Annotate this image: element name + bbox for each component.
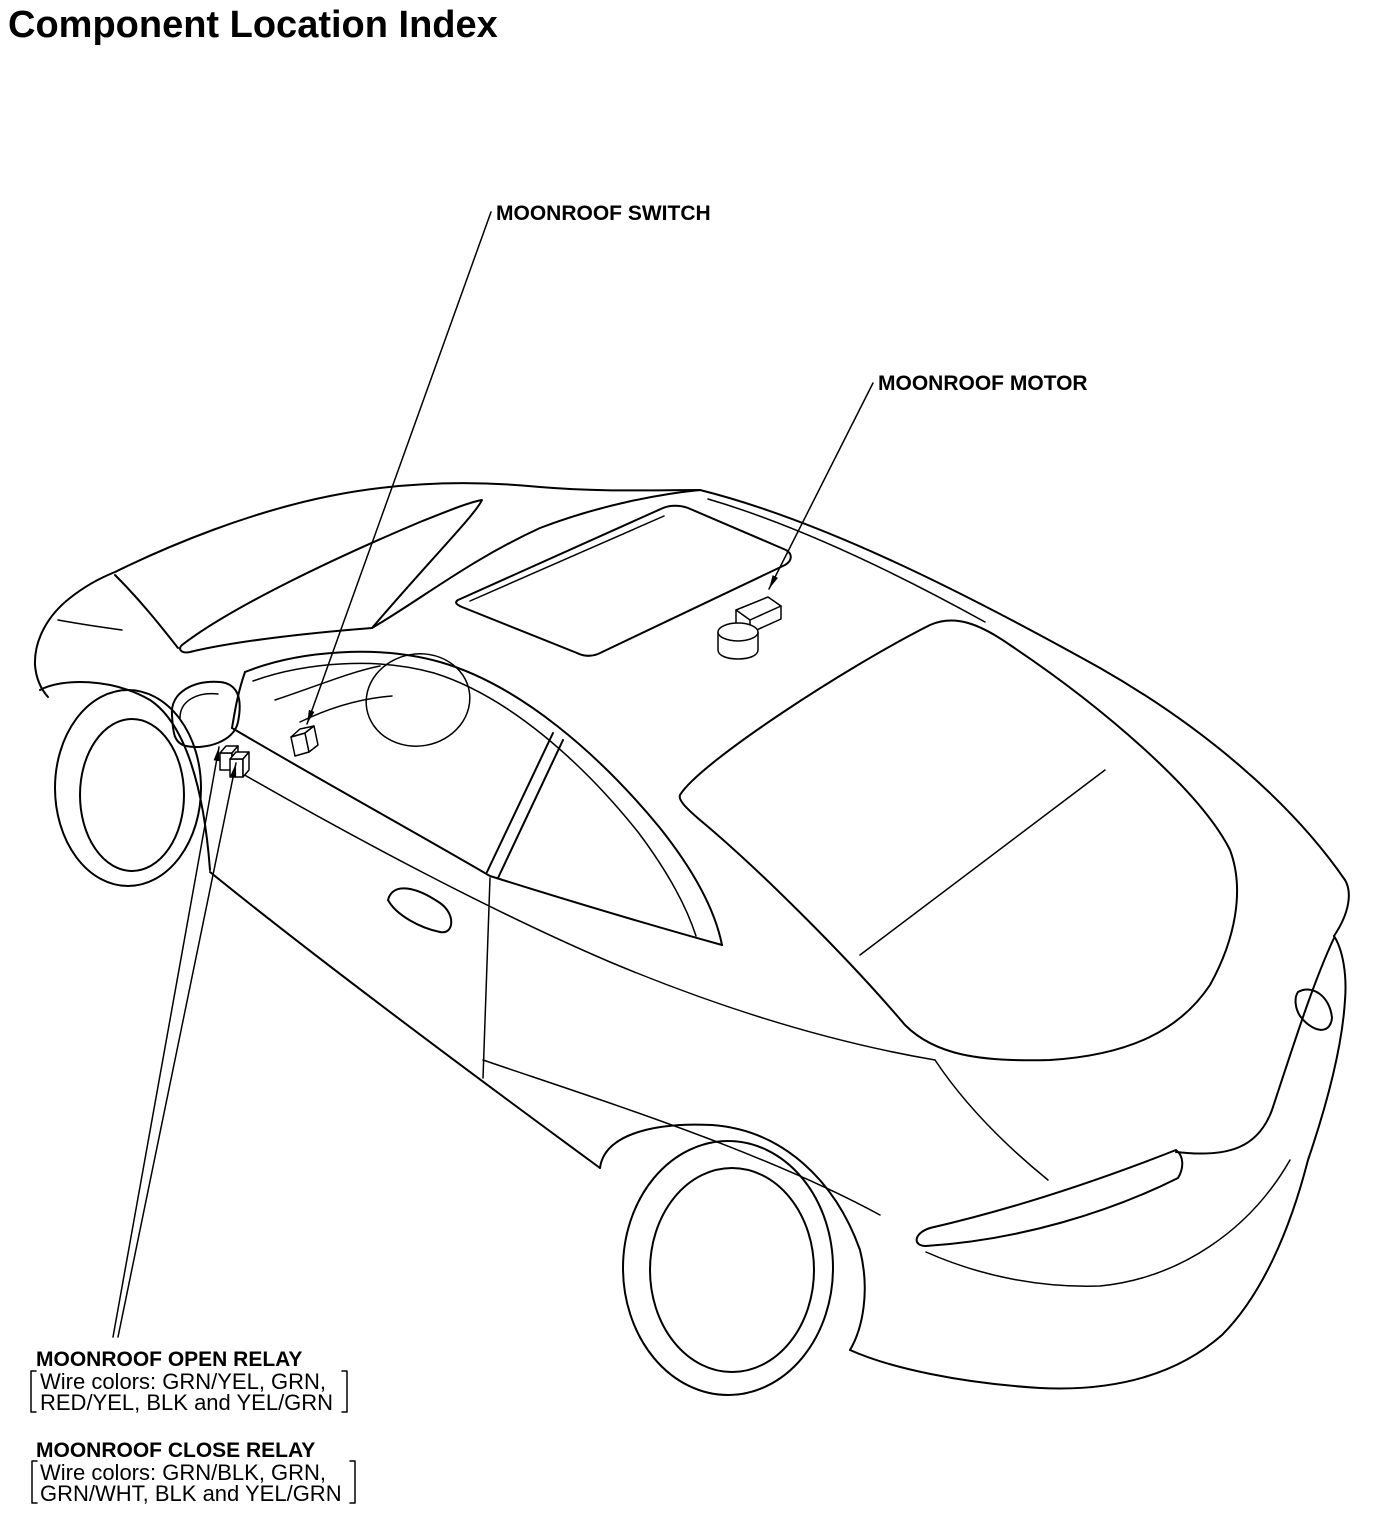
moonroof-panel-inner (469, 515, 665, 602)
close-relay-bracket-right (349, 1460, 356, 1504)
close-relay-bracket-left (31, 1460, 38, 1504)
front-fender-edge (114, 574, 179, 649)
rear-tire (622, 1140, 834, 1396)
greenhouse-outer (244, 650, 723, 946)
side-sill (209, 871, 601, 1169)
shoulder-crease (221, 761, 936, 1061)
body-silhouette-top (33, 482, 1346, 881)
open-relay-leader-arrow (112, 746, 220, 1338)
rear-window (678, 619, 1239, 1062)
moonroof-switch-label: MOONROOF SWITCH (496, 202, 711, 225)
steering-wheel (365, 653, 471, 747)
open-relay-wire-colors-line1: Wire colors: GRN/YEL, GRN, (40, 1369, 327, 1394)
open-relay-wire-colors-line2: RED/YEL, BLK and YEL/GRN (40, 1390, 334, 1415)
front-rim (79, 718, 185, 872)
open-relay-bracket-left (30, 1370, 37, 1413)
motor-leader-arrow (768, 382, 874, 590)
b-pillar-rear (497, 739, 564, 879)
belt-line (231, 727, 723, 946)
front-bumper-bottom (34, 664, 49, 698)
car-body (33, 482, 1350, 1390)
rear-end-outline (849, 935, 1347, 1390)
switch-leader-arrow (306, 211, 492, 725)
moonroof-panel (455, 504, 792, 657)
close-relay-wire-colors-line2: GRN/WHT, BLK and YEL/GRN (40, 1481, 342, 1506)
trunk-rear-edge (1175, 937, 1335, 1155)
roof-rail-line (707, 498, 986, 623)
switch-side (304, 725, 319, 753)
moonroof-motor-label: MOONROOF MOTOR (878, 372, 1088, 395)
moonroof-open-relay-label: MOONROOF OPEN RELAY (36, 1348, 303, 1371)
roof-front-edge (371, 489, 701, 629)
open-relay-bracket-right (341, 1370, 348, 1413)
door-handle (387, 887, 453, 934)
page-title: Component Location Index (8, 4, 498, 46)
leader-lines (112, 211, 874, 1338)
close-relay-leader-arrow (117, 762, 237, 1338)
close-relay-side (242, 751, 250, 778)
moonroof-motor-part (717, 596, 782, 660)
lower-body-crease (482, 1059, 881, 1216)
front-bumper-line (57, 619, 123, 631)
door-rear-edge (482, 877, 491, 1079)
dashboard-line-lower (299, 695, 393, 723)
rear-defroster-line (859, 769, 1106, 956)
rear-garnish (915, 1149, 1184, 1247)
close-relay-wire-colors-line1: Wire colors: GRN/BLK, GRN, (40, 1460, 327, 1485)
tail-light (1294, 988, 1333, 1031)
front-wheel-arch (39, 681, 211, 871)
wire-color-brackets (30, 1370, 356, 1504)
motor-cylinder-top (717, 622, 759, 642)
front-wheel (54, 689, 202, 887)
moonroof-close-relay-part (229, 751, 250, 778)
b-pillar-front (486, 732, 554, 873)
greenhouse-inner (252, 662, 697, 937)
rear-wheel-arch (599, 1123, 866, 1351)
hood-cowl (179, 499, 483, 654)
dashboard-line-upper (274, 665, 381, 701)
rear-bumper-line (925, 1159, 1291, 1287)
side-mirror (170, 680, 241, 748)
a-pillar (231, 671, 246, 729)
trunk-left-edge (934, 1059, 1049, 1181)
rear-wheel (622, 1140, 834, 1396)
side-mirror-inner (179, 692, 219, 719)
moonroof-switch-part (290, 725, 319, 757)
close-relay-front (229, 758, 244, 778)
moonroof-close-relay-label: MOONROOF CLOSE RELAY (36, 1439, 316, 1462)
rear-rim (649, 1167, 815, 1373)
rear-spoiler-edge (1333, 879, 1350, 937)
